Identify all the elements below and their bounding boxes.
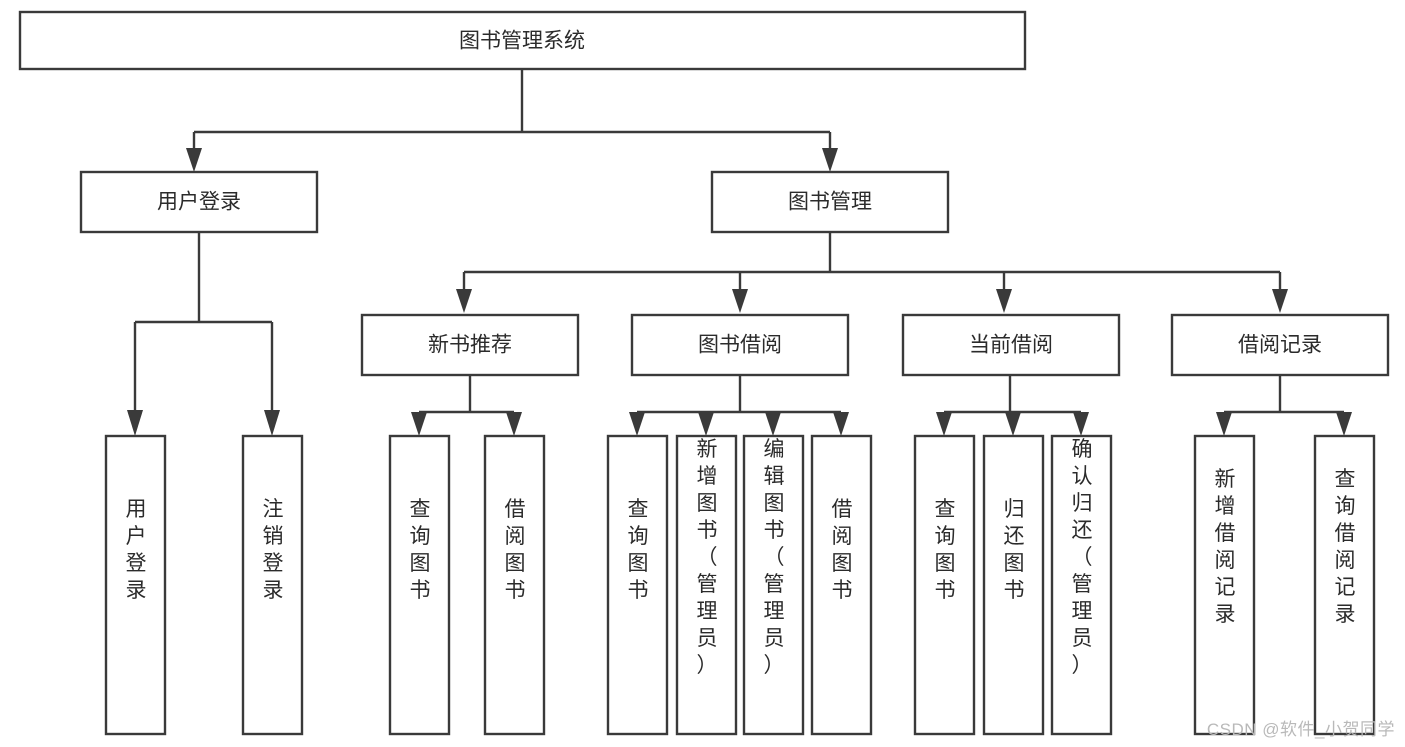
leaf-label-logout-login: 注销登录	[263, 498, 284, 602]
csdn-watermark: CSDN @软件_小贺同学	[1206, 720, 1395, 739]
connector-root-to-level2	[186, 69, 838, 172]
leaf-label-return-book: 归还图书	[1004, 498, 1025, 602]
node-root-label: 图书管理系统	[459, 30, 585, 53]
leaf-label-confirm-return: 确认归还（管理员）	[1072, 438, 1093, 677]
arrow-head-icon	[698, 412, 714, 436]
leaf-node[interactable]: 确认归还（管理员）	[1050, 434, 1113, 736]
arrow-head-icon	[822, 148, 838, 172]
leaf-label-add-book: 新增图书（管理员）	[697, 438, 718, 677]
node-book-borrow[interactable]: 图书借阅	[630, 313, 850, 377]
node-new-book-recommend-label: 新书推荐	[428, 334, 512, 357]
arrow-head-icon	[1336, 412, 1352, 436]
node-book-borrow-label: 图书借阅	[698, 334, 782, 357]
connector-current-borrow-to-leaves	[936, 375, 1089, 436]
leaf-label-borrow-book-1: 借阅图书	[505, 498, 526, 602]
arrow-head-icon	[936, 412, 952, 436]
arrow-head-icon	[629, 412, 645, 436]
leaf-label-query-book-1: 查询图书	[410, 498, 431, 602]
connector-book-management-to-level3	[456, 232, 1288, 313]
arrow-head-icon	[456, 289, 472, 313]
node-user-login-label: 用户登录	[157, 191, 241, 214]
node-book-management[interactable]: 图书管理	[710, 170, 950, 234]
arrow-head-icon	[996, 289, 1012, 313]
node-book-management-label: 图书管理	[788, 191, 872, 214]
node-borrow-record-label: 借阅记录	[1238, 334, 1322, 357]
leaf-label-edit-book: 编辑图书（管理员）	[764, 438, 785, 677]
node-user-login[interactable]: 用户登录	[79, 170, 319, 234]
arrow-head-icon	[765, 412, 781, 436]
leaf-label-borrow-book-2: 借阅图书	[832, 498, 853, 602]
leaf-label-query-book-2: 查询图书	[628, 498, 649, 602]
node-current-borrow-label: 当前借阅	[969, 334, 1053, 357]
arrow-head-icon	[1005, 412, 1021, 436]
connector-new-book-recommend-to-leaves	[411, 375, 522, 436]
leaf-node[interactable]: 编辑图书（管理员）	[742, 434, 805, 736]
leaf-label-query-borrow-record: 查询借阅记录	[1335, 468, 1356, 626]
leaf-label-user-login: 用户登录	[126, 498, 147, 602]
leaf-label-add-borrow-record: 新增借阅记录	[1215, 468, 1236, 626]
arrow-head-icon	[1073, 412, 1089, 436]
arrow-head-icon	[264, 410, 280, 436]
arrow-head-icon	[1272, 289, 1288, 313]
node-root-system[interactable]: 图书管理系统	[18, 10, 1027, 71]
node-current-borrow[interactable]: 当前借阅	[901, 313, 1121, 377]
leaf-label-query-book-3: 查询图书	[935, 498, 956, 602]
arrow-head-icon	[732, 289, 748, 313]
leaf-node[interactable]: 借阅图书	[810, 434, 873, 736]
node-borrow-record[interactable]: 借阅记录	[1170, 313, 1390, 377]
arrow-head-icon	[411, 412, 427, 436]
leaf-node[interactable]: 查询图书	[913, 434, 976, 736]
arrow-head-icon	[833, 412, 849, 436]
leaf-node[interactable]: 新增借阅记录	[1193, 434, 1256, 736]
leaf-node[interactable]: 用户登录	[104, 434, 167, 736]
leaf-node[interactable]: 注销登录	[241, 434, 304, 736]
leaf-node[interactable]: 借阅图书	[483, 434, 546, 736]
leaf-node[interactable]: 查询图书	[606, 434, 669, 736]
connector-borrow-record-to-leaves	[1216, 375, 1352, 436]
leaf-node[interactable]: 查询借阅记录	[1313, 434, 1376, 736]
leaf-node[interactable]: 查询图书	[388, 434, 451, 736]
arrow-head-icon	[127, 410, 143, 436]
connector-book-borrow-to-leaves	[629, 375, 849, 436]
leaf-node[interactable]: 新增图书（管理员）	[675, 434, 738, 736]
connector-user-login-to-leaves	[127, 232, 280, 436]
arrow-head-icon	[506, 412, 522, 436]
leaf-node[interactable]: 归还图书	[982, 434, 1045, 736]
arrow-head-icon	[186, 148, 202, 172]
arrow-head-icon	[1216, 412, 1232, 436]
node-new-book-recommend[interactable]: 新书推荐	[360, 313, 580, 377]
